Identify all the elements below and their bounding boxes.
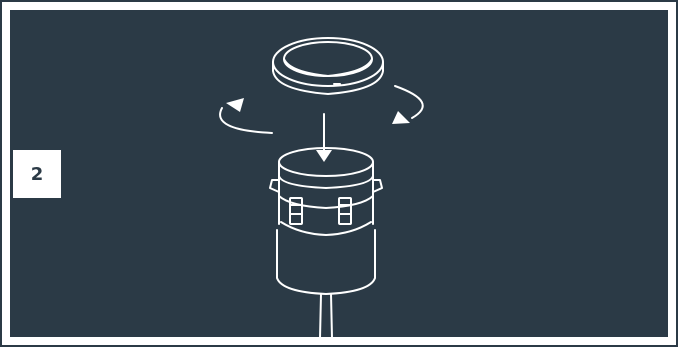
cylindrical-housing bbox=[270, 148, 382, 294]
rotate-arrow-icon bbox=[220, 98, 272, 133]
down-arrow-icon bbox=[316, 114, 332, 162]
rotate-arrow-icon bbox=[392, 86, 423, 124]
threaded-ring bbox=[273, 38, 383, 94]
cable bbox=[320, 294, 332, 338]
